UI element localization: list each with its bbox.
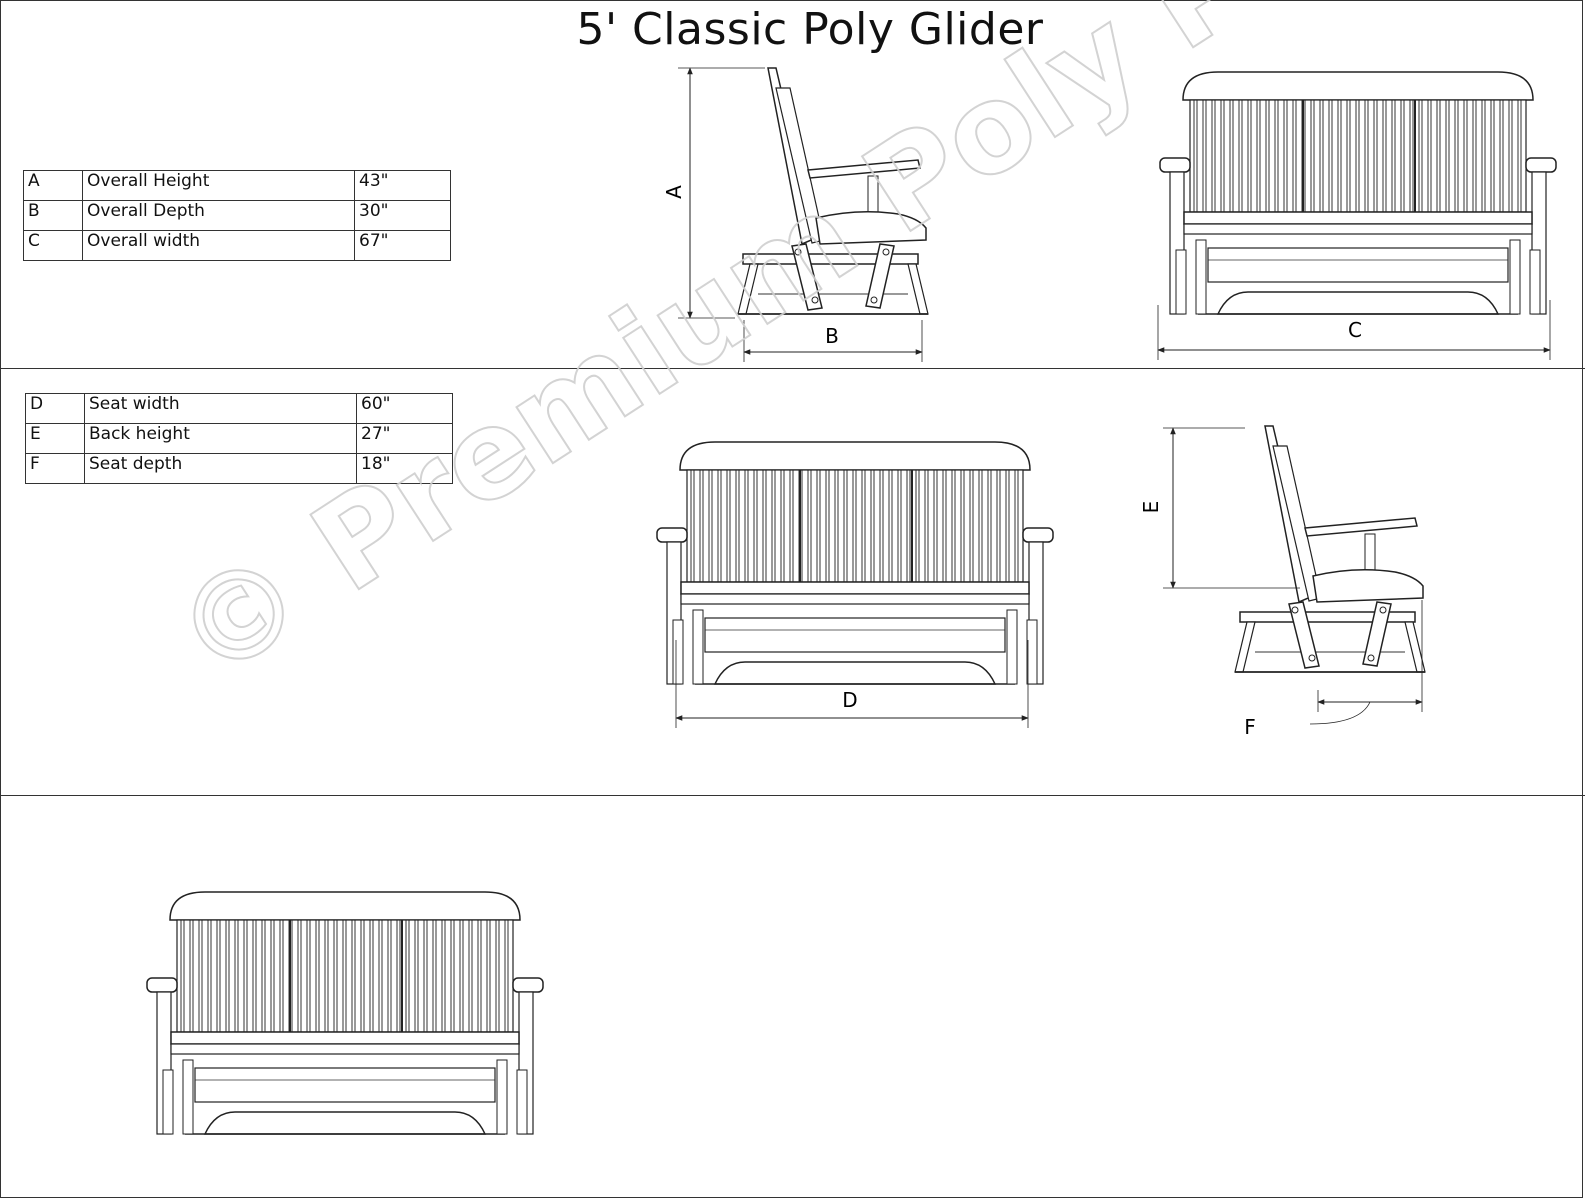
dimension-name: Seat width xyxy=(84,393,357,424)
dimension-label-e: E xyxy=(1139,501,1163,514)
dimension-key: B xyxy=(23,200,83,231)
table-row: C Overall width 67" xyxy=(23,230,451,261)
dimension-name: Back height xyxy=(84,423,357,454)
glider-side-view xyxy=(1234,425,1426,673)
page-title: 5' Classic Poly Glider xyxy=(576,4,1044,55)
glider-front-view xyxy=(656,441,1054,685)
dimension-value: 67" xyxy=(354,230,451,261)
dimension-key: E xyxy=(25,423,85,454)
section-divider xyxy=(0,795,1585,796)
dimension-label-a: A xyxy=(662,185,686,199)
leader-line xyxy=(1309,701,1371,725)
dimension-name: Overall Depth xyxy=(82,200,355,231)
dimension-label-d: D xyxy=(842,688,857,712)
dimension-label-b: B xyxy=(825,324,839,348)
dimension-value: 18" xyxy=(356,453,453,484)
dimension-label-c: C xyxy=(1348,318,1362,342)
table-row: E Back height 27" xyxy=(25,423,453,454)
table-row: F Seat depth 18" xyxy=(25,453,453,484)
dimension-value: 30" xyxy=(354,200,451,231)
dimension-key: F xyxy=(25,453,85,484)
dimension-key: D xyxy=(25,393,85,424)
glider-front-view xyxy=(1159,71,1557,315)
dimension-name: Overall width xyxy=(82,230,355,261)
dimension-name: Overall Height xyxy=(82,170,355,201)
dimension-value: 60" xyxy=(356,393,453,424)
dimension-label-f: F xyxy=(1244,715,1256,739)
table-row: A Overall Height 43" xyxy=(23,170,451,201)
table-row: D Seat width 60" xyxy=(25,393,453,424)
dimension-value: 27" xyxy=(356,423,453,454)
seat-dimensions-table: D Seat width 60" E Back height 27" F Sea… xyxy=(25,393,453,484)
glider-front-view xyxy=(146,891,544,1135)
table-row: B Overall Depth 30" xyxy=(23,200,451,231)
overall-dimensions-table: A Overall Height 43" B Overall Depth 30"… xyxy=(23,170,451,261)
section-divider xyxy=(0,368,1585,369)
